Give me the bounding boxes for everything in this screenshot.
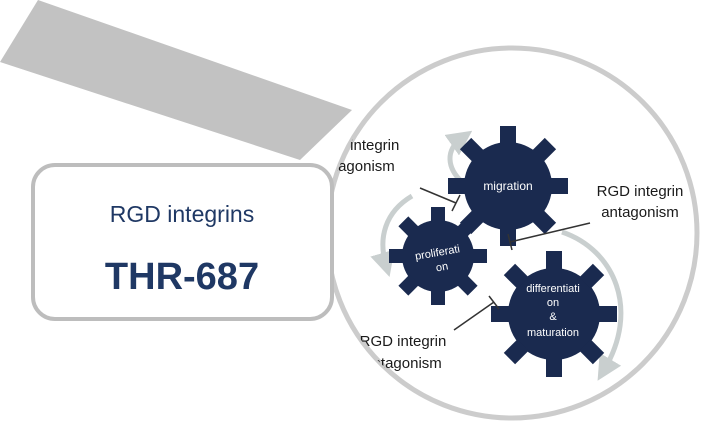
gear-label-migration: migration (483, 179, 532, 193)
gear-label-differentiation-4: maturation (527, 327, 579, 339)
gear-differentiation (491, 251, 617, 377)
antagonism-label-bottom-2: antagonism (364, 355, 442, 372)
antagonism-label-top-2: antagonism (317, 158, 395, 175)
gear-label-differentiation-2: on (547, 297, 559, 309)
inhibition-line-right (507, 222, 591, 251)
gear-label-differentiation-3: & (549, 311, 557, 323)
cycle-arrow-right (561, 229, 624, 381)
antagonism-label-top-1: RGD integrin (313, 137, 400, 154)
gear-proliferation (389, 207, 487, 305)
callout-subtitle: RGD integrins (110, 201, 254, 227)
magnifier-beam (0, 0, 352, 160)
cycle-arrow-left (370, 193, 414, 277)
antagonism-label-right-1: RGD integrin (597, 183, 684, 200)
gear-label-proliferation-2: on (435, 260, 449, 274)
antagonism-label-right-2: antagonism (601, 204, 679, 221)
inhibition-line-bottom (453, 295, 500, 331)
inhibition-line-top (419, 187, 461, 212)
gear-label-differentiation-1: differentiati (526, 283, 580, 295)
callout-box (31, 163, 334, 321)
antagonism-label-bottom-1: RGD integrin (360, 333, 447, 350)
callout-title: THR-687 (105, 256, 259, 298)
